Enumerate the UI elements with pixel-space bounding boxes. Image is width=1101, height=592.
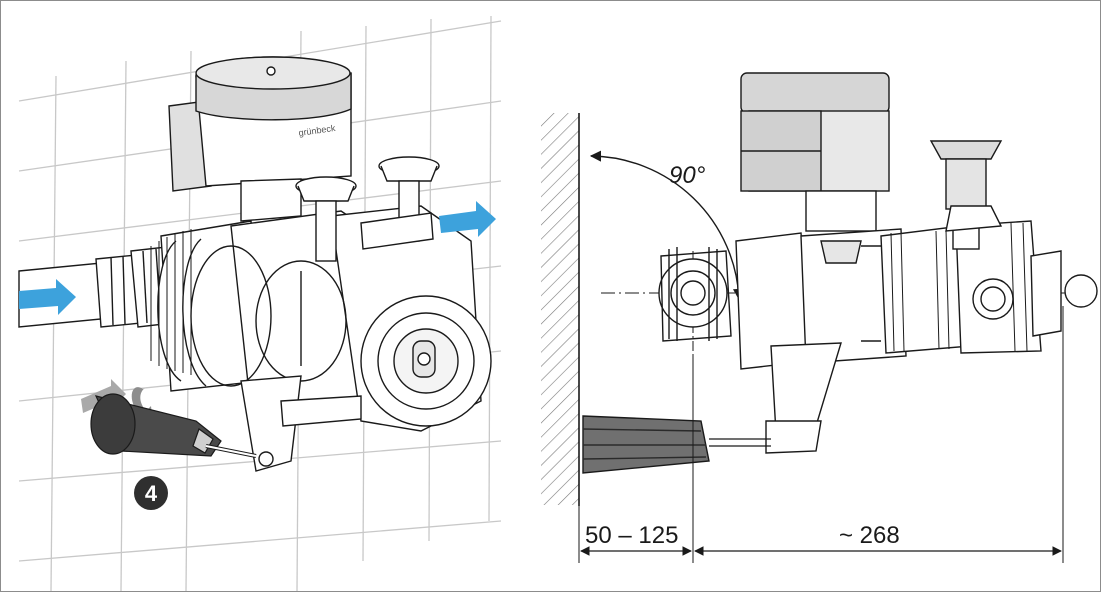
nozzle-head	[658, 247, 732, 342]
upright-valves	[295, 156, 440, 262]
inlet-pipe	[18, 246, 174, 328]
wall-hatching	[541, 113, 579, 505]
outlet-pipe	[360, 212, 434, 250]
upright-valve-side	[929, 140, 1003, 250]
dimension-extension-lines	[578, 306, 1064, 563]
valve-body-side	[735, 220, 1098, 370]
outlet-flow-arrow	[439, 201, 496, 237]
bypass-knob-side	[582, 415, 771, 474]
step-badge: 4	[134, 476, 168, 510]
lower-bracket	[240, 375, 362, 472]
body-ribs	[890, 222, 1028, 352]
bracket-arm-side	[765, 342, 842, 454]
swing-arc	[589, 150, 745, 301]
left-perspective-view: grünbeck	[18, 15, 502, 591]
right-cover	[360, 295, 492, 427]
dim-length-label: ~ 268	[839, 522, 900, 549]
inlet-flow-arrow	[19, 279, 76, 315]
angle-label: 90°	[669, 162, 706, 189]
actuator-head	[168, 56, 352, 222]
flange-ribs	[150, 229, 192, 375]
dim-wall-label: 50 – 125	[585, 522, 678, 549]
bypass-knob	[90, 393, 257, 458]
step-number: 4	[145, 481, 158, 506]
right-technical-view: 90°	[541, 72, 1098, 563]
actuator-block-side	[740, 72, 890, 232]
